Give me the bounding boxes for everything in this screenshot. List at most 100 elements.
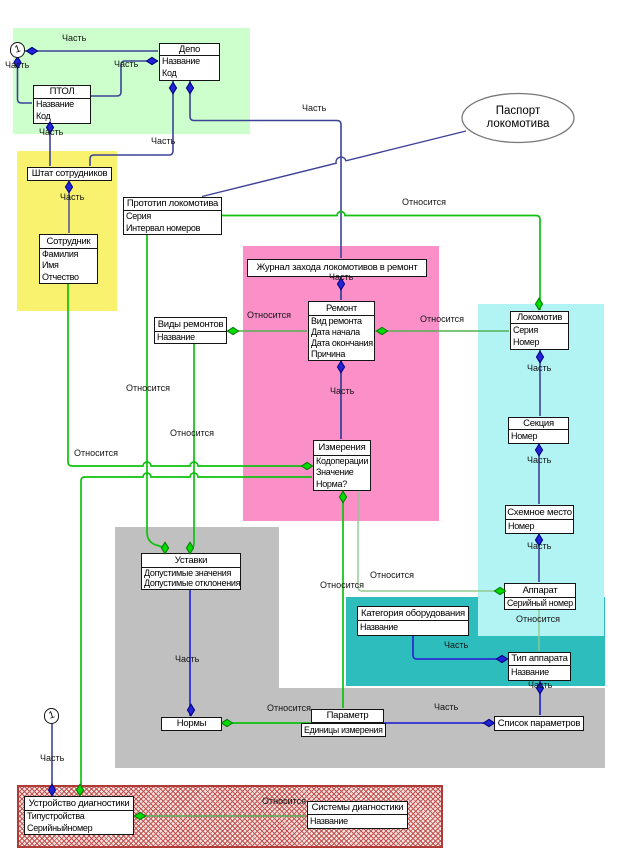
entity-attr-sistemy-0: Название	[310, 815, 348, 826]
entity-attr-remont-0: Вид ремонта	[311, 316, 362, 327]
relation-label-l22: Относится	[370, 570, 415, 580]
entity-title-shemnoe: Схемное место	[506, 506, 573, 520]
diamond-icon-d10	[535, 350, 545, 364]
relation-label-l27: Часть	[40, 753, 65, 763]
diamond-icon-g11	[133, 811, 147, 821]
diamond-icon-d13	[495, 654, 509, 664]
relation-label-l12: Относится	[402, 197, 447, 207]
entity-title-ustavki: Уставки	[142, 554, 240, 568]
entity-title-sistemy: Системы диагностики	[308, 802, 407, 815]
entity-title-zhurnal: Журнал захода локомотивов в ремонт	[256, 262, 418, 274]
diamond-icon-g3	[300, 461, 314, 471]
entity-attr-ustavki-0: Допустимые значения	[144, 567, 232, 578]
relation-label-l25: Относится	[267, 703, 312, 713]
relation-label-l15: Относится	[74, 448, 119, 458]
entity-title-normy: Нормы	[176, 718, 207, 730]
relation-label-l5: Часть	[151, 136, 176, 146]
entity-attr-ustroystvo-1: Серийныйномер	[27, 822, 93, 833]
entity-attr-ptol-0: Название	[36, 99, 74, 110]
connector-circle1-ptol	[16, 58, 32, 104]
diamond-icon-g9	[220, 718, 234, 728]
entity-attr-shemnoe-0: Номер	[508, 520, 535, 531]
entity-attr-ustroystvo-0: Типустройства	[27, 811, 85, 822]
connector-prototip-lokomotiv	[222, 210, 541, 310]
entity-attr-remont-2: Дата окончания	[311, 337, 373, 348]
entity-attr-izmereniya-0: Кодоперации	[316, 456, 369, 467]
entity-attr-depo-1: Код	[162, 68, 177, 79]
diamond-icon-g5	[160, 541, 170, 555]
entity-title-lokomotiv: Локомотив	[511, 312, 568, 324]
diamond-icon-d1	[25, 46, 39, 56]
entity-title-kategoriya: Категория оборудования	[358, 607, 468, 621]
relation-label-l23: Относится	[320, 580, 365, 590]
diamond-icon-g2	[375, 326, 389, 336]
connector-depo-shtat	[89, 81, 174, 166]
entity-attr-ustavki-1: Допустимые отклонения	[144, 578, 240, 589]
relation-label-l20: Часть	[444, 640, 469, 650]
connector-ptol-depo	[91, 60, 158, 97]
relation-label-l24: Часть	[175, 654, 200, 664]
entity-attr-sotrudnik-1: Имя	[42, 260, 59, 271]
entity-parametr: Параметр	[311, 709, 384, 723]
diamond-icon-d2	[13, 55, 22, 70]
entity-title-apparat: Аппарат	[505, 584, 575, 598]
diamond-icon-d12	[534, 533, 544, 547]
entity-zhurnal: Журнал захода локомотивов в ремонт	[247, 259, 427, 277]
entity-attr-vidy-0: Название	[157, 331, 195, 342]
diamond-icon-d9	[336, 360, 346, 374]
diamond-icon-g8	[493, 586, 507, 596]
one-circle-icon-one-top: 1	[9, 42, 26, 58]
entity-attr-sotrudnik-2: Отчество	[42, 271, 79, 282]
one-glyph: 1	[47, 709, 56, 723]
diamond-icon-d17	[47, 783, 57, 797]
entity-attr-kategoriya-0: Название	[360, 622, 398, 633]
connector-izmereniya-apparat	[357, 491, 503, 592]
entity-attr-remont-1: Дата начала	[311, 326, 360, 337]
relation-label-l2: Часть	[5, 60, 30, 70]
relation-label-l18: Часть	[527, 541, 552, 551]
diamond-icon-d7	[64, 180, 74, 194]
diamond-icon-d14	[535, 681, 545, 695]
diamond-icon-d3	[145, 56, 159, 66]
entity-attr-prototip-1: Интервал номеров	[126, 222, 201, 233]
entity-attr-lokomotiv-1: Номер	[513, 337, 540, 348]
one-glyph: 1	[13, 43, 22, 57]
entity-title-prototip: Прототип локомотива	[124, 198, 221, 211]
diamond-icon-g1	[226, 326, 240, 336]
entity-attr-depo-0: Название	[162, 56, 200, 67]
entity-title-tip-apparata: Тип аппарата	[509, 653, 570, 666]
diamond-icon-d5	[168, 81, 178, 95]
entity-attr-tip-apparata-0: Название	[511, 667, 549, 678]
diamond-icon-g4	[534, 297, 544, 311]
entity-title-depo: Депо	[160, 44, 219, 56]
relation-label-l28: Относится	[262, 796, 307, 806]
relation-label-l10: Относится	[247, 310, 292, 320]
diamond-icon-d8	[336, 277, 346, 291]
entity-title-sekciya: Секция	[509, 418, 568, 430]
entity-attr-izmereniya-2: Норма?	[316, 478, 347, 489]
entity-attr-sotrudnik-0: Фамилия	[42, 249, 79, 260]
relation-label-l6: Часть	[302, 103, 327, 113]
connector-depo-zhurnal	[189, 81, 342, 258]
diamond-icon-g6	[185, 541, 195, 555]
entity-attrbox-parametr: Единицы измерения	[301, 723, 386, 737]
entity-title-sotrudnik: Сотрудник	[40, 235, 97, 249]
entity-title-spisok: Список параметров	[497, 717, 581, 729]
connector-ustroystvo-izmereniya	[80, 472, 312, 795]
connector-pasport-prototip	[201, 130, 467, 198]
